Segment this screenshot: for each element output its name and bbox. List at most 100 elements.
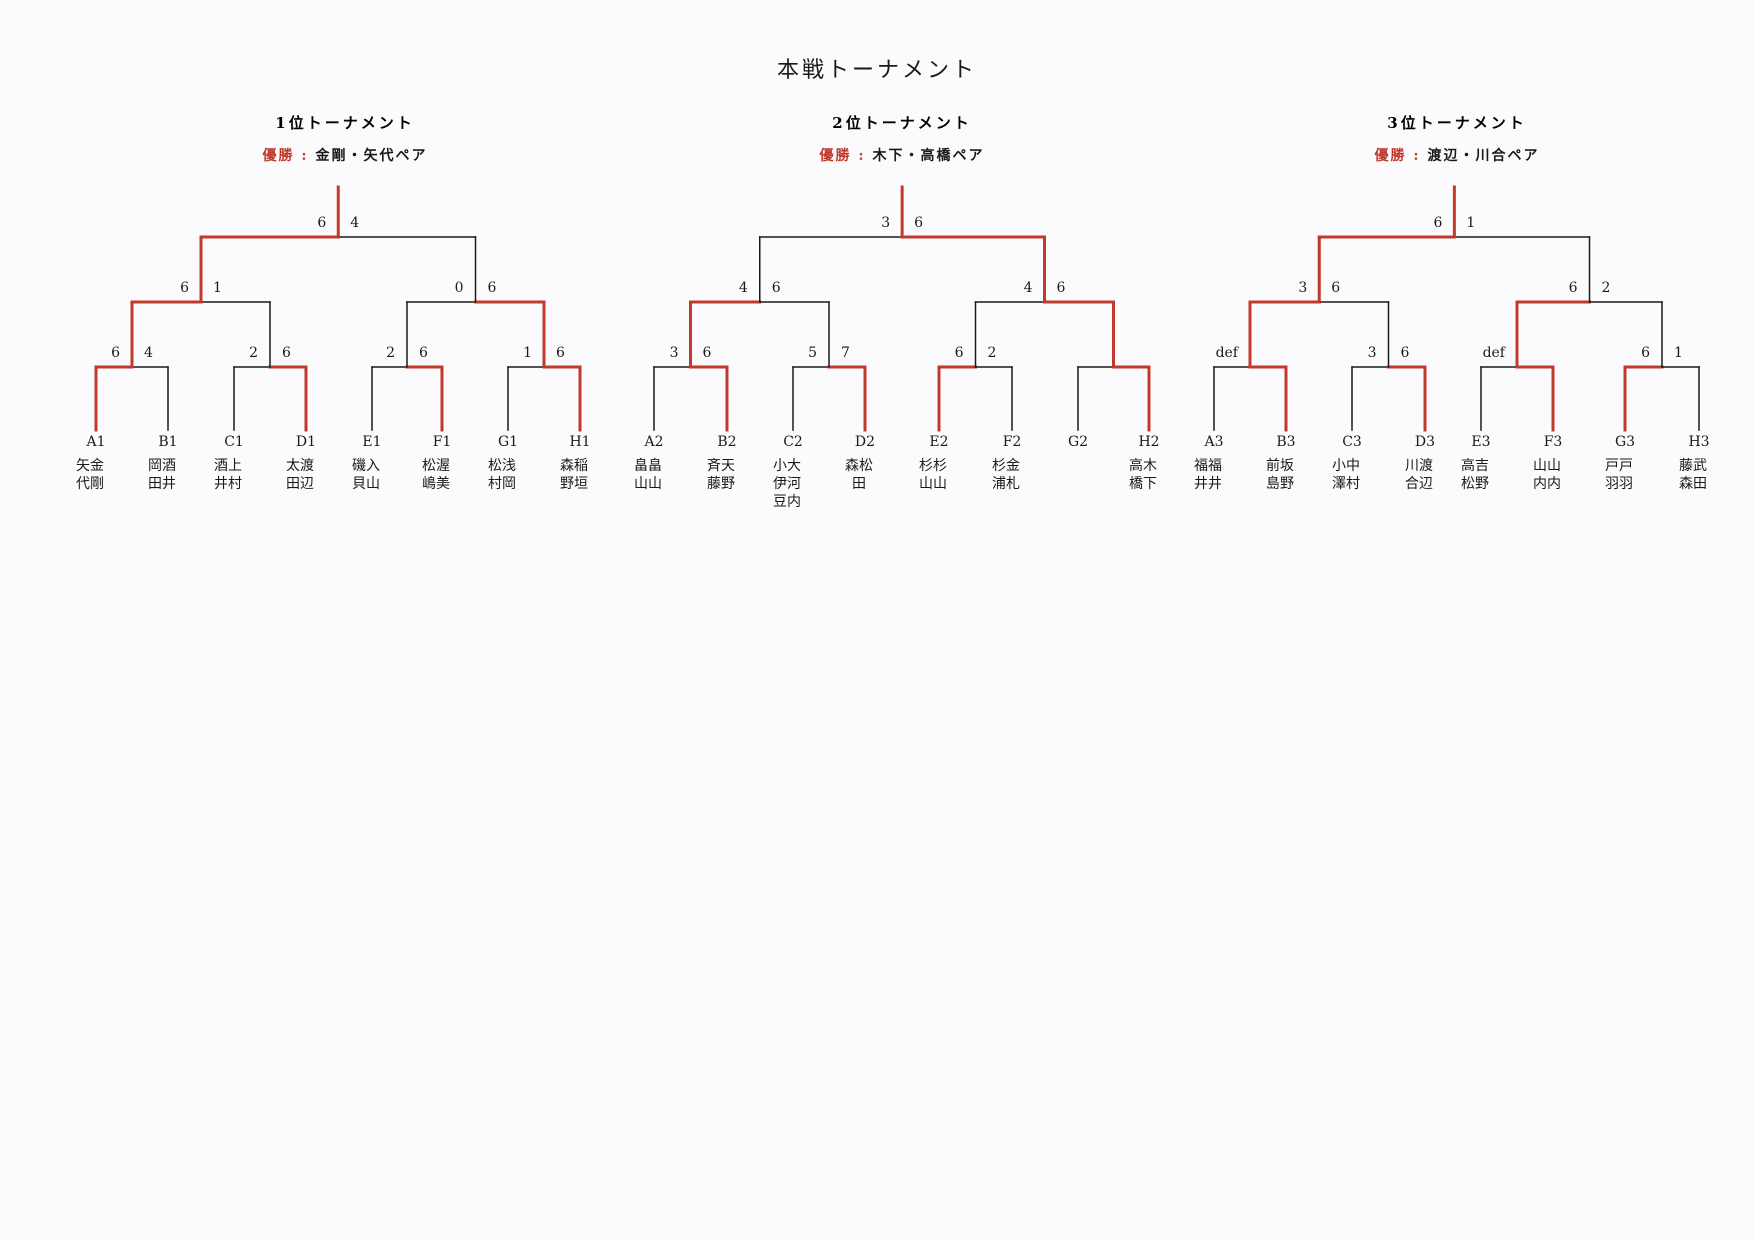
seed-label: B3 — [1276, 434, 1295, 450]
match-score-left: 3 — [1368, 345, 1377, 361]
match-score-right: 1 — [213, 280, 222, 296]
player-names: 小大 — [773, 458, 801, 474]
seed-label: A1 — [85, 434, 105, 450]
match-score-right: 6 — [703, 345, 712, 361]
seed-label: G1 — [498, 434, 518, 450]
match-score-left: 6 — [1569, 280, 1578, 296]
player-names: 橋下 — [1129, 476, 1157, 492]
match-score-left: 6 — [180, 280, 189, 296]
match-score-right: 4 — [144, 345, 153, 361]
champion-name: 木下・高橋ペア — [871, 147, 984, 164]
match-score-right: 1 — [1466, 215, 1475, 231]
player-names: 磯入 — [352, 458, 380, 474]
player-names: 森稲 — [560, 458, 588, 474]
seed-label: D3 — [1415, 434, 1435, 450]
player-names: 澤村 — [1332, 476, 1360, 492]
match-score-right: 7 — [841, 345, 850, 361]
player-names: 藤野 — [707, 476, 735, 492]
player-names: 田辺 — [286, 476, 314, 492]
tournament-title: 3位トーナメント — [1387, 114, 1526, 132]
match-score-right: 2 — [1602, 280, 1611, 296]
seed-label: F2 — [1003, 434, 1022, 450]
tournament-title: 2位トーナメント — [832, 114, 971, 132]
player-names: 村岡 — [488, 476, 516, 492]
champion-name: 渡辺・川合ペア — [1427, 147, 1539, 164]
match-score-right: 6 — [488, 280, 497, 296]
player-names: 山山 — [919, 476, 947, 492]
winner-label: 優勝 : — [1374, 147, 1428, 164]
champion-line: 優勝 : 金剛・矢代ペア — [262, 147, 428, 164]
match-score-right: 6 — [772, 280, 781, 296]
player-names: 浦札 — [992, 476, 1020, 492]
player-names: 田井 — [148, 476, 176, 492]
seed-label: C2 — [783, 434, 803, 450]
match-score-left: 3 — [881, 215, 890, 231]
winner-label: 優勝 : — [262, 147, 316, 164]
player-names: 藤武 — [1679, 458, 1707, 474]
seed-label: H3 — [1688, 434, 1709, 450]
player-names: 戸戸 — [1605, 458, 1633, 474]
match-score-left: 1 — [523, 345, 532, 361]
player-names: 山山 — [1533, 458, 1561, 474]
match-score-right: 6 — [556, 345, 565, 361]
tournament-title: 1位トーナメント — [275, 114, 414, 132]
player-names: 嶋美 — [422, 476, 450, 492]
player-names: 井村 — [214, 476, 242, 492]
player-names: 合辺 — [1405, 476, 1433, 492]
match-score-left: 6 — [1641, 345, 1650, 361]
player-names: 杉金 — [992, 458, 1020, 474]
match-score-right: 4 — [350, 215, 359, 231]
player-names: 斉天 — [707, 458, 735, 474]
seed-label: E3 — [1471, 434, 1490, 450]
player-names: 矢金 — [76, 458, 104, 474]
player-names: 酒上 — [214, 458, 242, 474]
player-names: 羽羽 — [1605, 476, 1633, 492]
champion-line: 優勝 : 木下・高橋ペア — [819, 147, 985, 164]
player-names: 松渥 — [422, 458, 450, 474]
match-score-left: 0 — [455, 280, 464, 296]
player-names: 畠畠 — [634, 457, 662, 474]
player-names: 貝山 — [352, 476, 380, 492]
player-names: 杉杉 — [919, 458, 947, 474]
player-names: 森松 — [845, 458, 873, 474]
match-score-left: 6 — [1433, 215, 1442, 231]
player-names: 福福 — [1194, 458, 1222, 474]
match-score-left: 5 — [808, 345, 817, 361]
seed-label: G3 — [1615, 434, 1635, 450]
player-names: 内内 — [1533, 476, 1561, 492]
player-names: 小中 — [1332, 458, 1360, 474]
match-score-left: 3 — [670, 345, 679, 361]
match-score-right: 6 — [1401, 345, 1410, 361]
match-score-left: def — [1483, 345, 1507, 361]
player-names: 松浅 — [488, 458, 516, 474]
match-score-left: 2 — [386, 345, 395, 361]
seed-label: C3 — [1342, 434, 1362, 450]
winner-label: 優勝 : — [819, 147, 873, 164]
match-score-right: 6 — [282, 345, 291, 361]
match-score-left: 4 — [1024, 280, 1033, 296]
player-names: 松野 — [1461, 476, 1489, 492]
seed-label: F3 — [1544, 434, 1563, 450]
seed-label: F1 — [433, 434, 452, 450]
seed-label: C1 — [224, 434, 244, 450]
player-names: 豆内 — [773, 494, 801, 510]
player-names: 森田 — [1679, 476, 1707, 492]
player-names: 島野 — [1266, 476, 1294, 492]
match-score-right: 6 — [419, 345, 428, 361]
player-names: 川渡 — [1405, 458, 1433, 474]
champion-name: 金剛・矢代ペア — [314, 147, 427, 164]
seed-label: E2 — [929, 434, 948, 450]
player-names: 山山 — [634, 476, 662, 492]
seed-label: B2 — [717, 434, 736, 450]
match-score-left: 6 — [955, 345, 964, 361]
champion-line: 優勝 : 渡辺・川合ペア — [1374, 147, 1540, 164]
player-names: 太渡 — [286, 458, 314, 474]
seed-label: B1 — [158, 434, 177, 450]
seed-label: D1 — [296, 434, 316, 450]
seed-label: A3 — [1203, 434, 1223, 450]
match-score-left: def — [1216, 345, 1240, 361]
seed-label: D2 — [855, 434, 875, 450]
seed-label: G2 — [1068, 434, 1088, 450]
